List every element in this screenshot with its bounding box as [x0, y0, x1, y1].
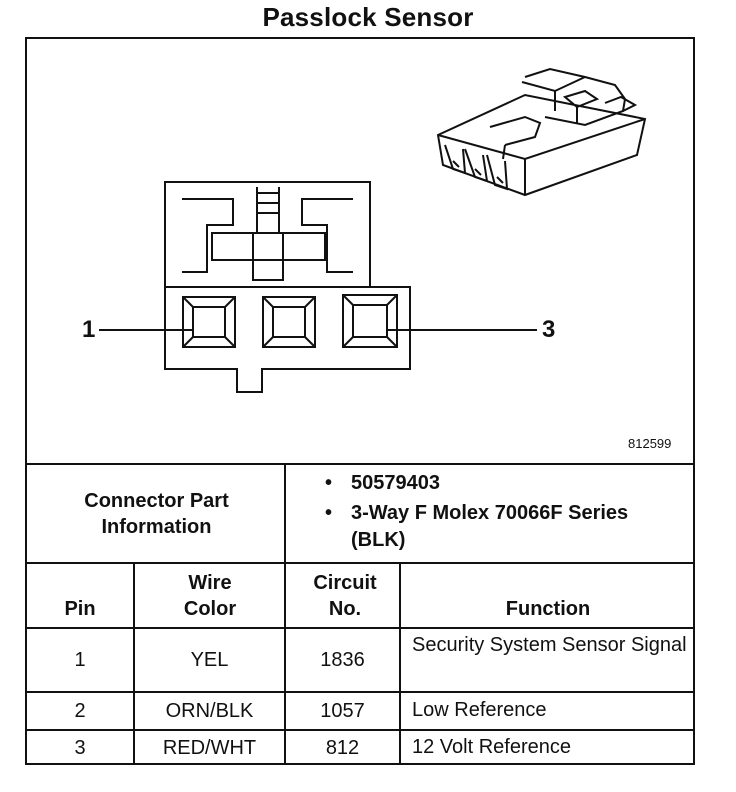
row3-pin: 3	[74, 737, 86, 759]
row1-pin: 1	[74, 649, 86, 671]
pin-cavity-1	[182, 296, 236, 348]
pin-3-callout: 3	[542, 316, 556, 343]
row2-function: Low Reference	[412, 699, 547, 721]
divider	[284, 463, 286, 563]
header-wire-color: Wire Color	[183, 572, 237, 620]
connector-drawing	[99, 67, 647, 393]
divider	[25, 691, 695, 693]
connector-part-info-label: Connector Part Information	[84, 490, 229, 538]
pin-cavity-2	[262, 296, 316, 348]
divider	[399, 562, 401, 765]
row3-function: 12 Volt Reference	[412, 736, 571, 758]
row2-wire-color: ORN/BLK	[165, 700, 254, 722]
row1-circuit-no: 1836	[320, 649, 365, 671]
divider	[25, 463, 695, 465]
diagram-frame	[25, 37, 695, 765]
header-circuit-no: Circuit No.	[313, 572, 377, 620]
row3-wire-color: RED/WHT	[162, 737, 257, 759]
divider	[25, 729, 695, 731]
connector-part-number: 50579403	[325, 470, 685, 497]
divider	[284, 562, 286, 765]
row2-circuit-no: 1057	[320, 700, 365, 722]
connector-3d-icon	[436, 67, 647, 197]
figure-number: 812599	[628, 436, 672, 451]
row1-wire-color: YEL	[190, 649, 229, 671]
connector-description: 3-Way F Molex 70066F Series (BLK)	[325, 500, 685, 554]
row3-circuit-no: 812	[325, 737, 360, 759]
row1-function: Security System Sensor Signal	[412, 634, 687, 656]
connector-part-info-list: 50579403 3-Way F Molex 70066F Series (BL…	[325, 470, 685, 557]
connector-face-icon	[164, 181, 411, 393]
divider	[25, 562, 695, 564]
pin-1-callout: 1	[82, 316, 96, 343]
row2-pin: 2	[74, 700, 86, 722]
divider	[133, 562, 135, 765]
divider	[25, 627, 695, 629]
pin-cavity-3	[342, 294, 398, 348]
page-title: Passlock Sensor	[262, 2, 474, 32]
header-pin: Pin	[64, 598, 96, 620]
header-function: Function	[505, 598, 591, 620]
